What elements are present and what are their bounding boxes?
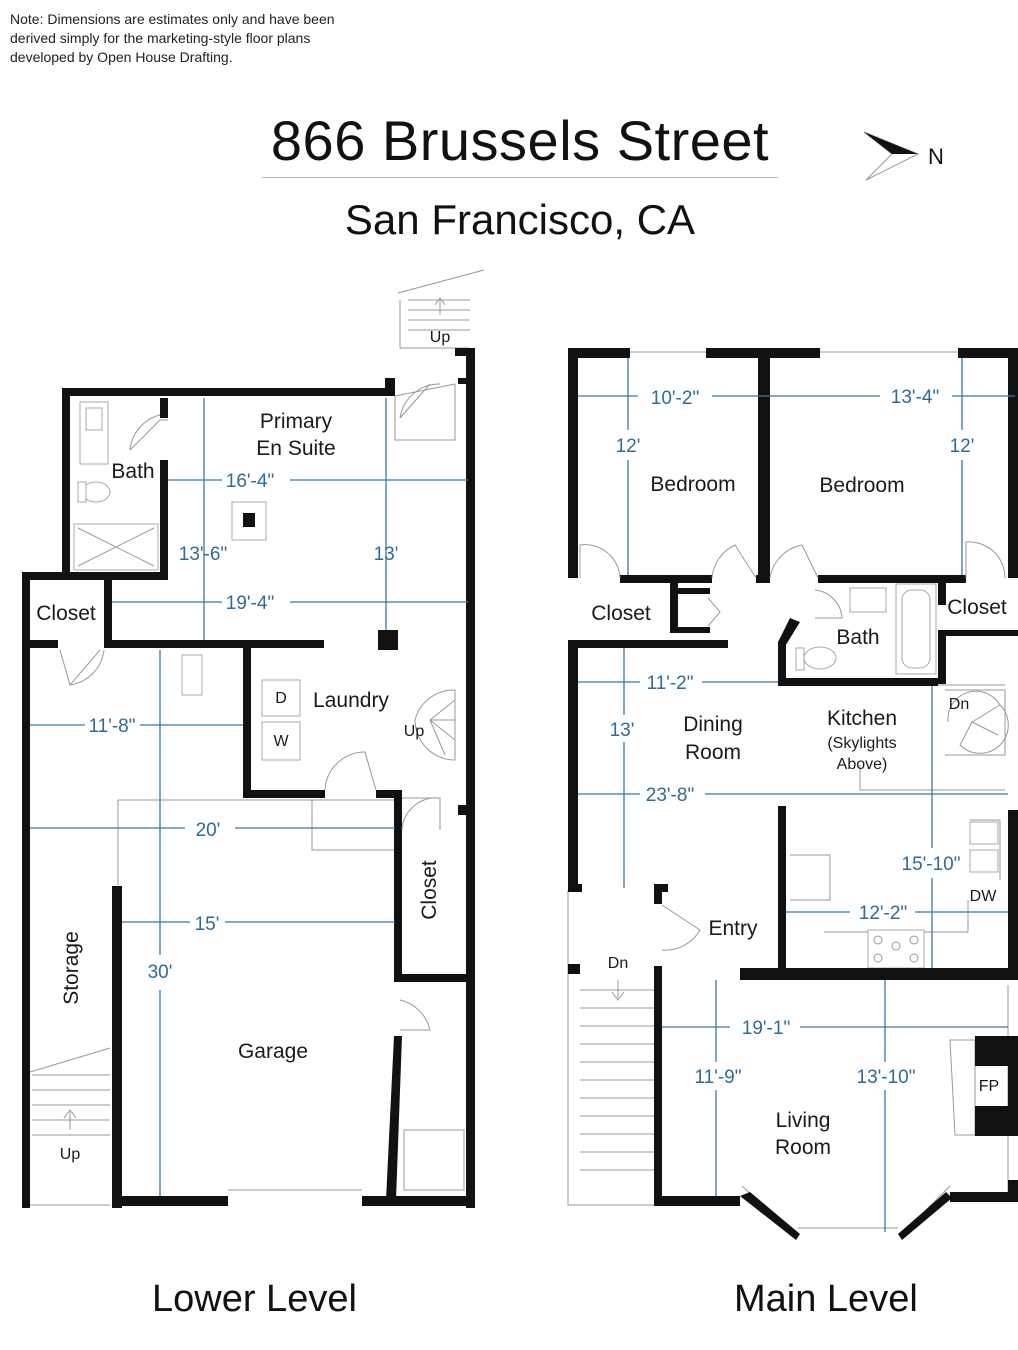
- dim-bedroom-2-width: 13'-4": [891, 387, 939, 408]
- dim-bedroom-1-width: 10'-2": [651, 388, 699, 409]
- dim-suite-depth-right: 13': [374, 544, 399, 565]
- kitchen-label: Kitchen: [827, 707, 897, 730]
- living-room-label-line1: Living: [776, 1109, 831, 1132]
- entry-dn-label: Dn: [608, 955, 628, 972]
- storage-up-label: Up: [60, 1146, 81, 1163]
- main-spiral-dn-label: Dn: [949, 696, 969, 713]
- primary-suite-label-line1: Primary: [260, 410, 333, 433]
- bedroom-2-label: Bedroom: [819, 474, 904, 497]
- primary-suite-label-line2: En Suite: [256, 437, 335, 460]
- dim-suite-depth-left: 13'-6": [179, 544, 227, 565]
- garage-label: Garage: [238, 1040, 308, 1063]
- dim-garage-width: 20': [196, 820, 221, 841]
- main-level-label: Main Level: [734, 1278, 918, 1320]
- entry-stairs: [580, 980, 655, 1171]
- dim-living-depth-left: 11'-9": [695, 1067, 742, 1088]
- dim-dining-depth: 13': [610, 720, 635, 741]
- dim-kitchen-depth: 15'-10": [902, 854, 961, 875]
- dim-total-width: 23'-8": [646, 785, 694, 806]
- lower-level-plan: Bath Primary En Suite Closet Laundry D W…: [22, 269, 485, 1208]
- lower-bath-label: Bath: [111, 460, 154, 483]
- north-label: N: [928, 144, 944, 169]
- lower-level-label: Lower Level: [152, 1278, 357, 1320]
- living-room-label-line2: Room: [775, 1136, 831, 1159]
- lower-closet-left-label: Closet: [36, 602, 96, 625]
- main-level-plan: Bedroom Bedroom Closet Bath Closet Dinin…: [567, 348, 1018, 1240]
- dining-room-label-line2: Room: [685, 741, 741, 764]
- main-closet-1-label: Closet: [591, 602, 651, 625]
- fireplace-label: FP: [979, 1078, 999, 1095]
- skylights-note-line2: Above): [837, 756, 888, 773]
- storage-label: Storage: [60, 931, 83, 1005]
- page-subtitle: San Francisco, CA: [344, 196, 696, 243]
- skylights-note-line1: (Skylights: [827, 735, 896, 752]
- dim-garage-depth: 30': [148, 962, 173, 983]
- entry-stairs-top: [397, 269, 485, 349]
- dim-storage-width: 11'-8": [89, 716, 136, 737]
- disclaimer-note: Note: Dimensions are estimates only and …: [10, 11, 335, 65]
- dim-bedroom-1-depth: 12': [616, 436, 641, 457]
- dim-bedroom-2-depth: 12': [950, 436, 975, 457]
- dim-living-depth-right: 13'-10": [857, 1067, 916, 1088]
- dim-suite-width: 16'-4": [226, 471, 274, 492]
- laundry-label: Laundry: [313, 689, 389, 712]
- dim-kitchen-width: 12'-2": [859, 903, 907, 924]
- dim-garage-inner: 15': [195, 914, 220, 935]
- main-closet-2-label: Closet: [947, 596, 1007, 619]
- title-divider: [262, 177, 778, 178]
- washer-label: W: [273, 733, 289, 750]
- main-bath-label: Bath: [836, 626, 879, 649]
- bedroom-1-label: Bedroom: [650, 473, 735, 496]
- dryer-label: D: [275, 690, 287, 707]
- dining-room-label-line1: Dining: [683, 713, 743, 736]
- lower-top-up-label: Up: [430, 329, 451, 346]
- lower-spiral-up-label: Up: [404, 723, 425, 740]
- north-arrow-icon: N: [863, 131, 944, 181]
- spiral-stairs-main: [945, 689, 1009, 756]
- dishwasher-label: DW: [970, 888, 998, 905]
- dim-dining-width: 11'-2": [647, 673, 694, 694]
- dim-suite-total: 19'-4": [226, 593, 274, 614]
- lower-closet-right-label: Closet: [418, 860, 441, 920]
- entry-label: Entry: [708, 917, 758, 940]
- spiral-stairs-lower: [414, 689, 456, 761]
- storage-stairs: [29, 1047, 111, 1136]
- dim-living-width: 19'-1": [742, 1018, 790, 1039]
- page-title: 866 Brussels Street: [270, 109, 770, 172]
